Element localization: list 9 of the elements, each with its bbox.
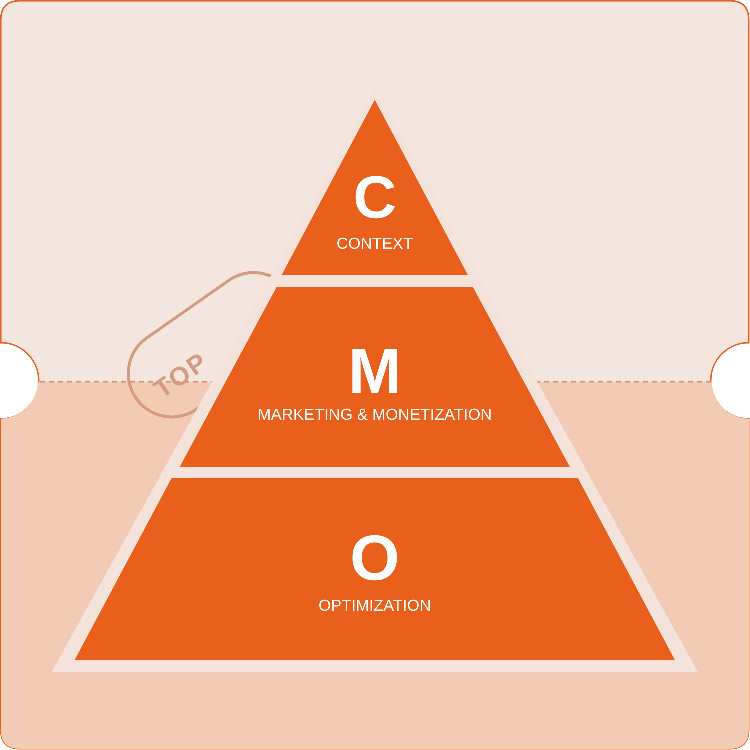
layer-caption: CONTEXT — [336, 236, 414, 254]
pyramid-top-layer — [282, 100, 468, 275]
layer-letter: M — [348, 339, 402, 403]
layer-caption: OPTIMIZATION — [318, 598, 432, 616]
stamp-text: TOP — [148, 346, 215, 406]
pyramid-bottom-layer — [75, 478, 675, 660]
layer-letter: O — [350, 526, 400, 590]
layer-letter: C — [353, 168, 397, 228]
layer-caption: MARKETING & MONETIZATION — [258, 407, 492, 425]
